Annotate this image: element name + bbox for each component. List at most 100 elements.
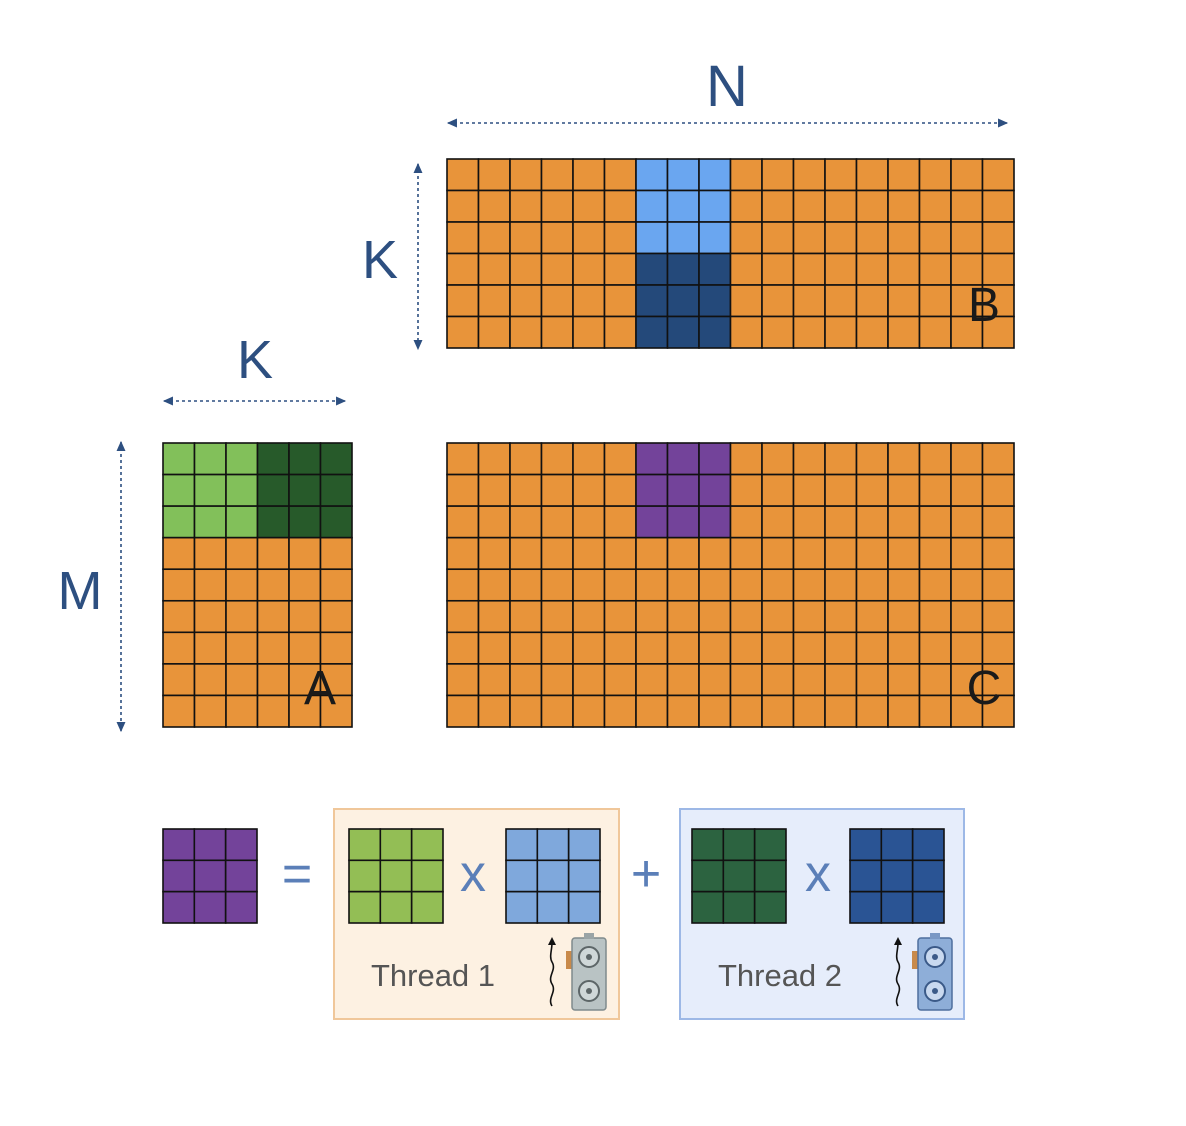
grid-cell (256, 536, 290, 571)
grid-cell (572, 473, 606, 507)
grid-cell (572, 221, 606, 255)
grid-cell (635, 631, 669, 665)
grid-cell (950, 315, 984, 349)
grid-cell (855, 284, 889, 318)
grid-cell (509, 536, 543, 571)
grid-cell (824, 473, 858, 507)
grid-cell (792, 284, 826, 318)
grid-cell (410, 859, 444, 893)
grid-cell (698, 221, 732, 255)
grid-cell (887, 284, 921, 318)
grid-cell (225, 663, 259, 697)
grid-cell (761, 158, 795, 192)
grid-cell (855, 252, 889, 286)
thread-2-label: Thread 2 (718, 958, 842, 993)
grid-cell (536, 859, 570, 893)
grid-cell (540, 442, 574, 476)
grid-cell (849, 890, 883, 924)
grid-cell (691, 859, 725, 893)
grid-cell (729, 599, 763, 634)
equals-sign: = (282, 845, 312, 903)
grid-cell (536, 828, 570, 862)
grid-cell (193, 473, 227, 507)
a-tile-light (348, 828, 444, 924)
grid-cell (319, 631, 353, 665)
grid-cell (855, 505, 889, 539)
grid-cell (319, 663, 353, 697)
k-a-dimension-label: K (237, 330, 273, 390)
grid-cell (446, 442, 480, 476)
grid-cell (792, 568, 826, 602)
grid-cell (824, 158, 858, 192)
grid-cell (880, 859, 914, 893)
grid-cell (918, 599, 952, 634)
grid-cell (477, 284, 511, 318)
grid-cell (635, 473, 669, 507)
grid-cell (509, 158, 543, 192)
grid-cell (635, 158, 669, 192)
grid-cell (666, 252, 700, 286)
grid-cell (162, 890, 196, 924)
grid-cell (509, 252, 543, 286)
grid-cell (729, 694, 763, 728)
grid-cell (722, 859, 756, 893)
grid-cell (288, 631, 322, 665)
grid-cell (288, 599, 322, 634)
grid-cell (256, 505, 290, 539)
grid-cell (572, 536, 606, 571)
grid-cell (567, 828, 601, 862)
grid-cell (887, 442, 921, 476)
grid-cell (193, 694, 227, 728)
grid-cell (348, 828, 382, 862)
grid-cell (477, 505, 511, 539)
grid-cell (162, 568, 196, 602)
grid-cell (603, 252, 637, 286)
grid-cell (729, 189, 763, 223)
grid-cell (918, 189, 952, 223)
grid-cell (761, 694, 795, 728)
grid-cell (729, 284, 763, 318)
grid-cell (225, 599, 259, 634)
grid-cell (729, 221, 763, 255)
grid-cell (193, 663, 227, 697)
b-tile-light (505, 828, 601, 924)
grid-cell (477, 536, 511, 571)
grid-cell (698, 158, 732, 192)
grid-cell (792, 189, 826, 223)
grid-cell (446, 505, 480, 539)
plus-sign: + (631, 845, 661, 903)
grid-cell (572, 631, 606, 665)
grid-cell (603, 694, 637, 728)
grid-cell (887, 189, 921, 223)
waveform-arrow-icon (894, 937, 902, 1007)
grid-cell (918, 568, 952, 602)
grid-cell (572, 663, 606, 697)
grid-cell (824, 284, 858, 318)
grid-cell (666, 599, 700, 634)
grid-cell (918, 315, 952, 349)
grid-cell (729, 442, 763, 476)
grid-cell (193, 599, 227, 634)
grid-cell (880, 890, 914, 924)
grid-cell (722, 890, 756, 924)
grid-cell (981, 568, 1015, 602)
grid-cell (319, 505, 353, 539)
grid-cell (918, 473, 952, 507)
grid-cell (162, 828, 196, 862)
grid-cell (698, 442, 732, 476)
grid-cell (477, 221, 511, 255)
grid-cell (162, 473, 196, 507)
grid-cell (666, 221, 700, 255)
grid-cell (698, 252, 732, 286)
grid-cell (729, 631, 763, 665)
grid-cell (950, 473, 984, 507)
grid-cell (880, 828, 914, 862)
grid-cell (691, 828, 725, 862)
grid-cell (603, 158, 637, 192)
grid-cell (855, 315, 889, 349)
grid-cell (918, 442, 952, 476)
grid-cell (603, 505, 637, 539)
grid-cell (918, 505, 952, 539)
grid-cell (666, 505, 700, 539)
waveform-arrow-icon (548, 937, 556, 1007)
